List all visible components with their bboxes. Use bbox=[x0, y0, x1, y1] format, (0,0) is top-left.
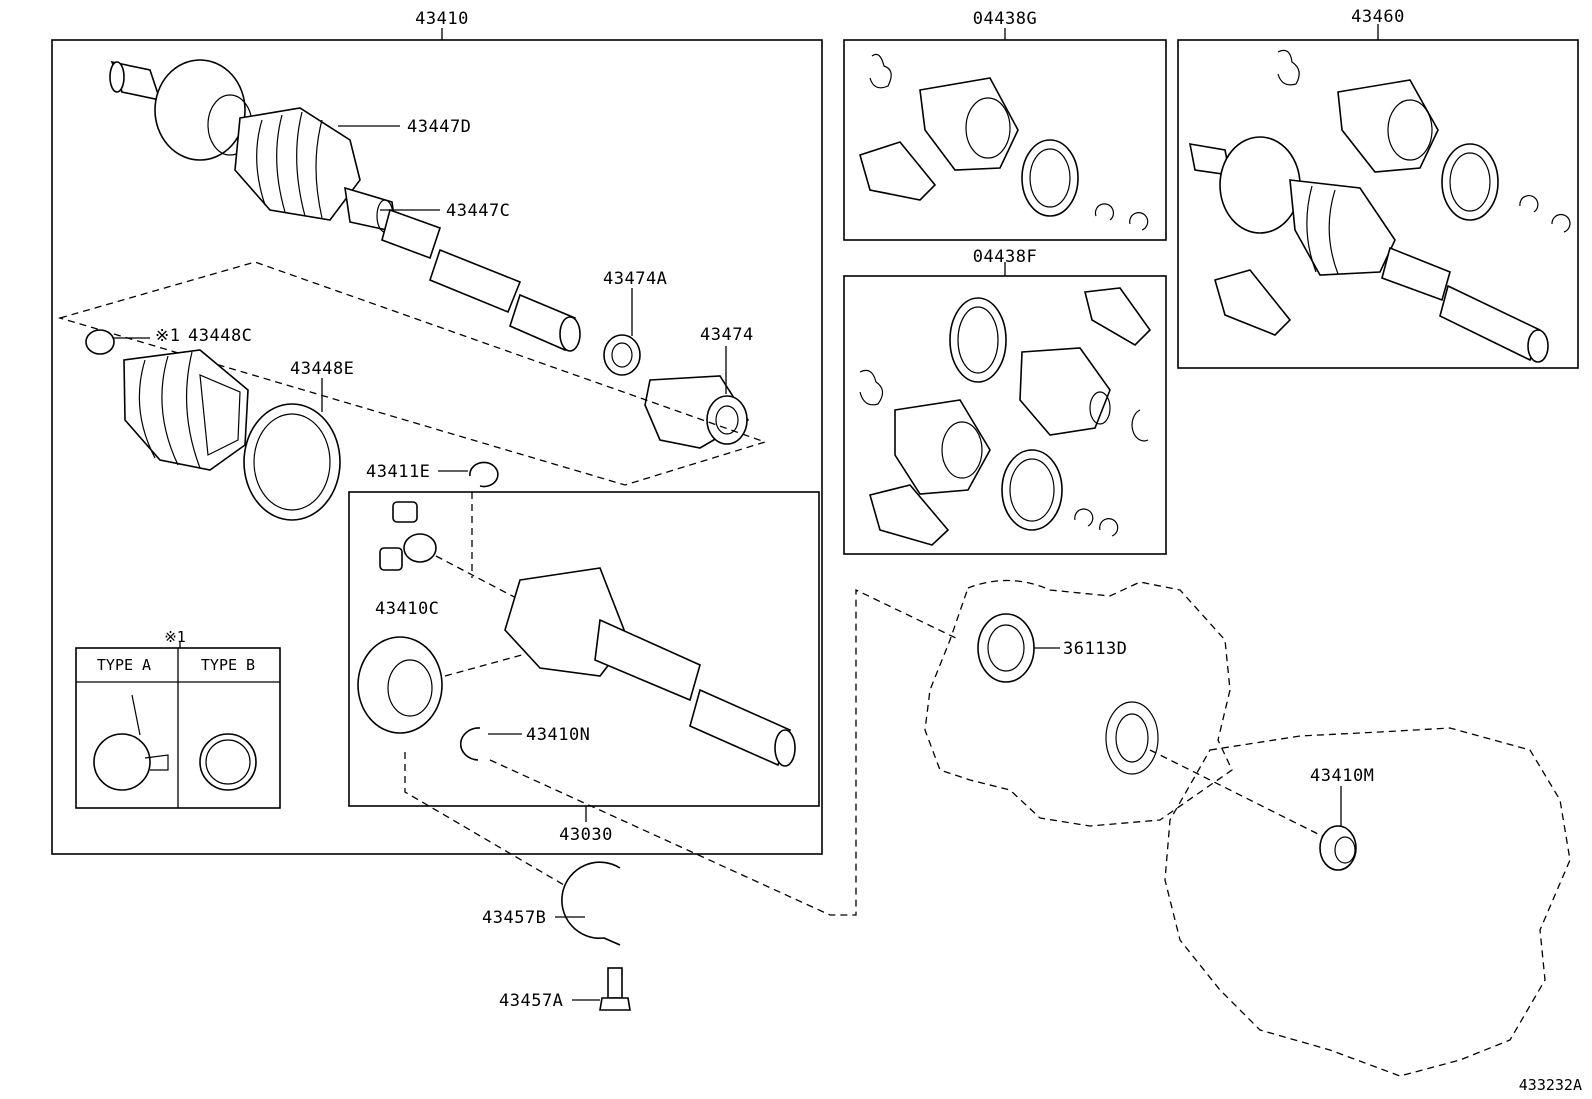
part-43457A-bolt: 43457A bbox=[499, 967, 631, 1011]
clamp-type-table: ※1 TYPE A TYPE B bbox=[75, 628, 281, 809]
label-43457B: 43457B bbox=[482, 908, 546, 928]
label-43448C: 43448C bbox=[188, 326, 252, 346]
label-43448C-mark: ※1 bbox=[155, 326, 180, 346]
label-43410: 43410 bbox=[415, 9, 469, 29]
boot-kit-dashed-outline bbox=[57, 261, 768, 486]
label-43447C: 43447C bbox=[446, 201, 510, 221]
type-a-header: TYPE A bbox=[97, 656, 151, 674]
part-43474A-ring: 43474A bbox=[603, 269, 667, 376]
label-43460: 43460 bbox=[1351, 7, 1405, 27]
label-43474: 43474 bbox=[700, 325, 754, 345]
label-43411E: 43411E bbox=[366, 462, 430, 482]
inner-joint-drawing: 43410C 43410N 43030 bbox=[357, 501, 796, 845]
drive-shaft-assembly-drawing: 43447D 43447C bbox=[109, 59, 581, 352]
label-43030: 43030 bbox=[559, 825, 613, 845]
label-43410N: 43410N bbox=[526, 725, 590, 745]
label-36113D: 36113D bbox=[1063, 639, 1127, 659]
type-a-clamp-icon bbox=[93, 733, 151, 791]
kit-04438G-drawing bbox=[859, 53, 1149, 231]
kit-04438F-drawing bbox=[859, 287, 1152, 546]
dashed-link-43457B bbox=[404, 752, 577, 893]
inner-joint-43030-frame bbox=[348, 491, 820, 807]
label-04438G: 04438G bbox=[973, 9, 1037, 29]
dashed-link-36113D bbox=[489, 588, 961, 916]
transaxle-case-outline bbox=[924, 579, 1233, 827]
part-36113D-seal: 36113D bbox=[977, 613, 1127, 683]
case-bore bbox=[1105, 701, 1159, 775]
part-43410M-bearing: 43410M bbox=[1310, 766, 1374, 871]
diagram-code: 433232A bbox=[1519, 1076, 1582, 1094]
label-43457A: 43457A bbox=[499, 991, 563, 1011]
part-43411E-snap-ring: 43411E bbox=[366, 461, 499, 578]
label-43410C: 43410C bbox=[375, 599, 439, 619]
assembly-43410-frame bbox=[51, 39, 823, 855]
dashed-link-43410M bbox=[1149, 749, 1331, 841]
assembly-43460-drawing bbox=[1188, 49, 1571, 363]
part-43448E-band: 43448E bbox=[243, 359, 354, 521]
label-43474A: 43474A bbox=[603, 269, 667, 289]
type-b-clamp-icon bbox=[199, 733, 257, 791]
type-table-note-mark: ※1 bbox=[164, 628, 186, 646]
label-04438F: 04438F bbox=[973, 247, 1037, 267]
label-43410M: 43410M bbox=[1310, 766, 1374, 786]
part-43474-damper: 43474 bbox=[644, 325, 754, 449]
label-43448E: 43448E bbox=[290, 359, 354, 379]
part-43448C-boot: ※1 43448C bbox=[85, 326, 252, 471]
part-43457B-bracket: 43457B bbox=[482, 861, 621, 946]
transmission-housing-outline bbox=[1164, 727, 1571, 1077]
type-b-header: TYPE B bbox=[201, 656, 255, 674]
label-43447D: 43447D bbox=[407, 117, 471, 137]
